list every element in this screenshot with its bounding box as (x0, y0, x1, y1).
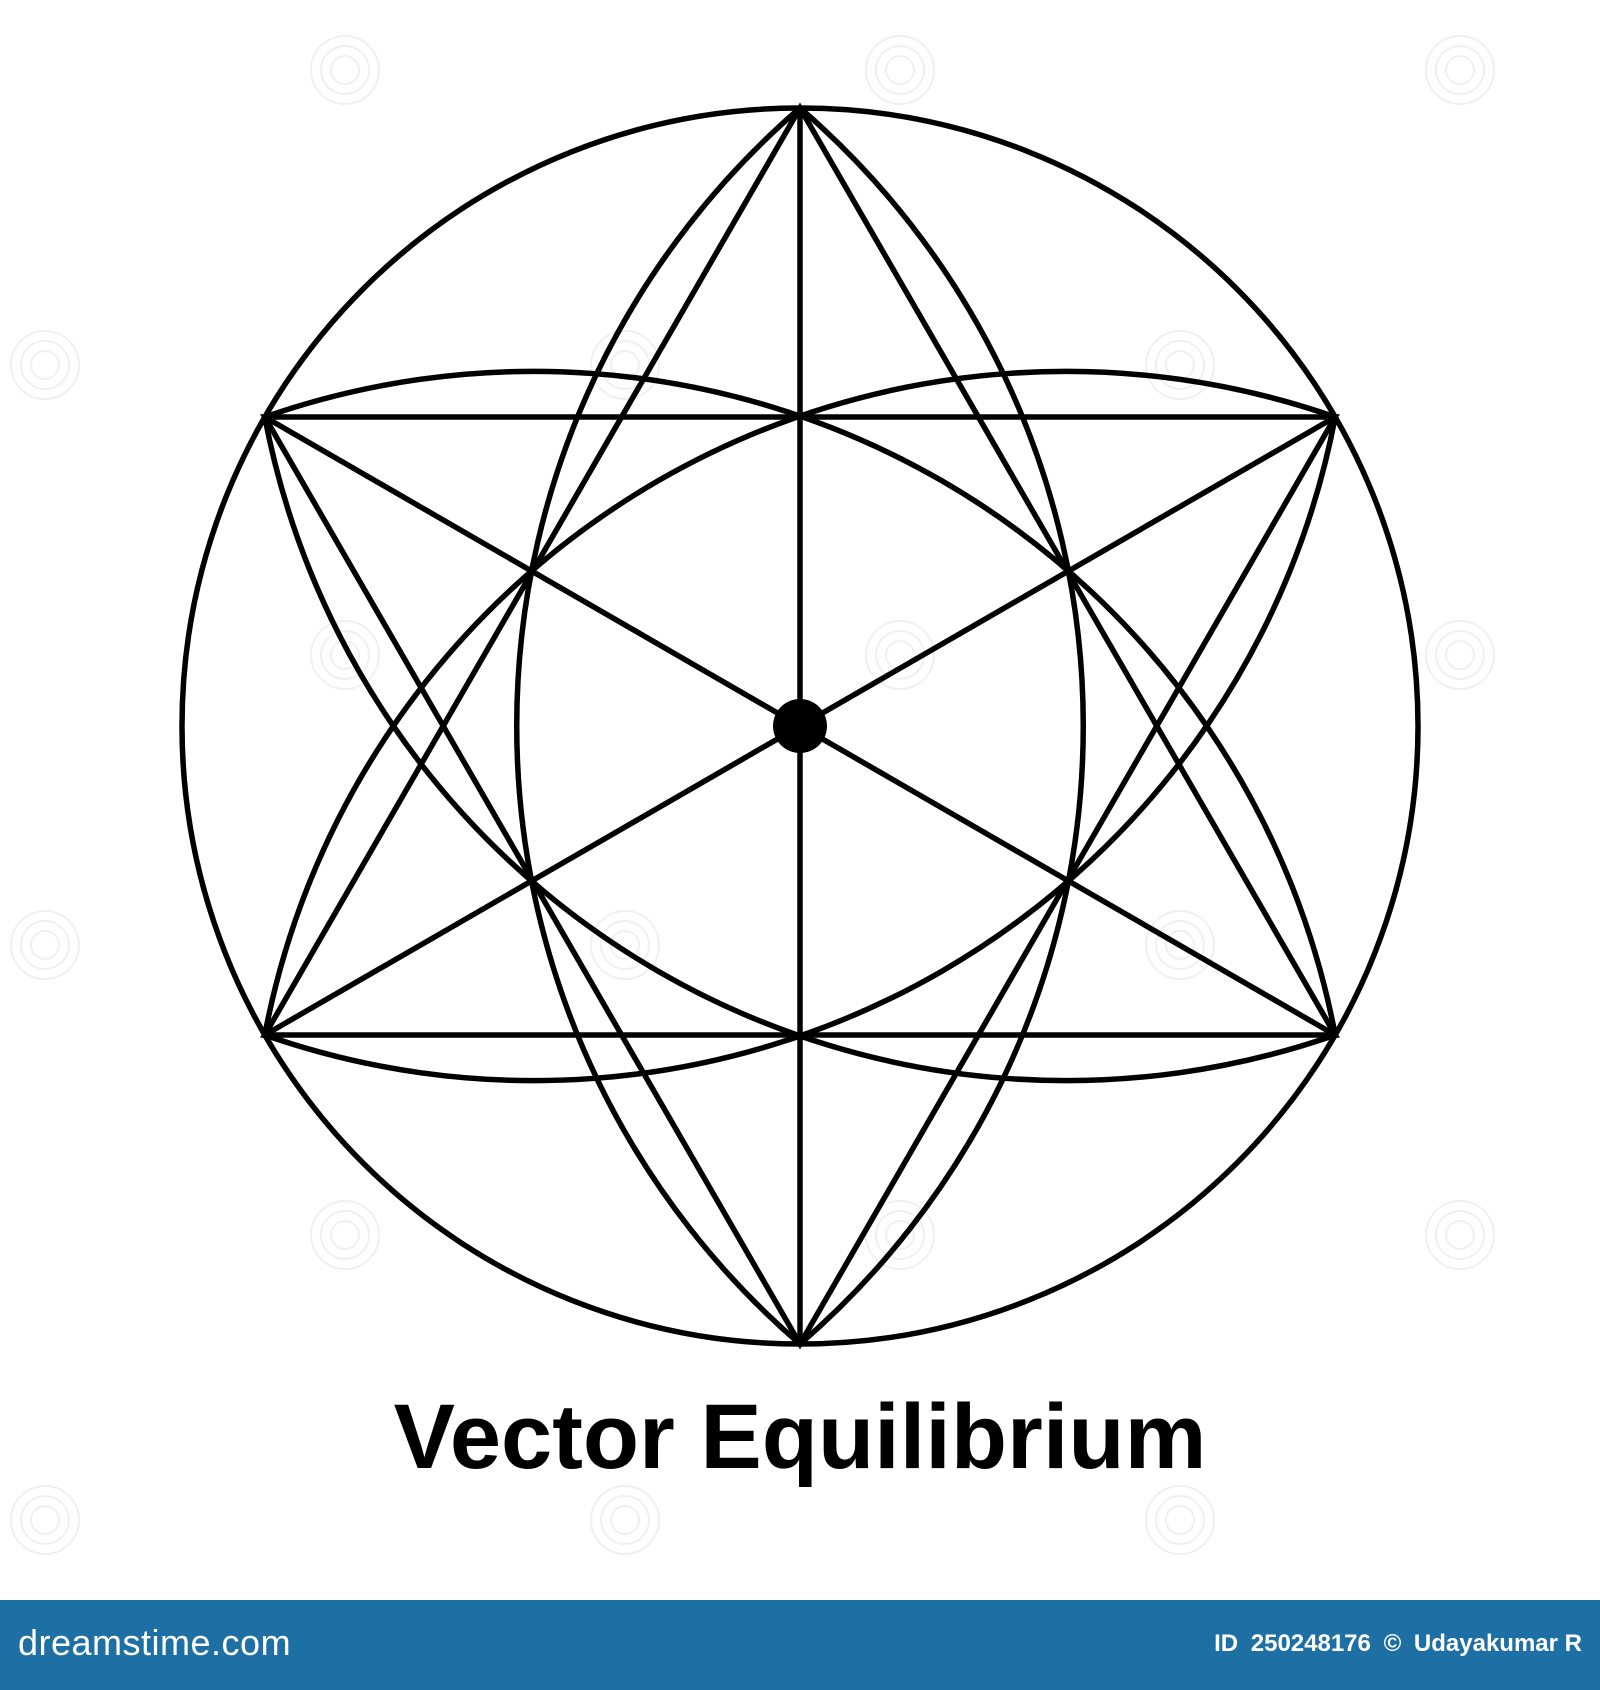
image-credit: ID 250248176 © Udayakumar R (1208, 1630, 1582, 1658)
center-dot (773, 699, 827, 753)
watermark-spiral-icon (310, 35, 380, 105)
id-label: ID (1214, 1630, 1239, 1657)
watermark-spiral-icon (10, 1485, 80, 1555)
watermark-spiral-icon (310, 620, 380, 690)
watermark-layer (10, 35, 1495, 1555)
vector-equilibrium-diagram (10, 35, 1495, 1555)
watermark-spiral-icon (310, 1200, 380, 1270)
brand-logo[interactable]: dreamstime.com (18, 1622, 292, 1663)
watermark-spiral-icon (1145, 910, 1215, 980)
watermark-spiral-icon (590, 1485, 660, 1555)
watermark-spiral-icon (1425, 620, 1495, 690)
diagram-title: Vector Equilibrium (393, 1386, 1207, 1488)
copyright-icon: © (1383, 1630, 1402, 1657)
watermark-spiral-icon (1425, 1200, 1495, 1270)
watermark-spiral-icon (1145, 1485, 1215, 1555)
watermark-spiral-icon (10, 330, 80, 400)
footer-bar: dreamstime.com ID 250248176 © Udayakumar… (0, 1600, 1600, 1690)
author-name: Udayakumar R (1413, 1630, 1582, 1657)
watermark-spiral-icon (865, 35, 935, 105)
star-triangle-1 (260, 102, 1340, 1038)
watermark-spiral-icon (590, 910, 660, 980)
watermark-spiral-icon (1145, 330, 1215, 400)
watermark-spiral-icon (1425, 35, 1495, 105)
id-value: 250248176 (1250, 1630, 1371, 1657)
star-triangle-2 (260, 414, 1340, 1350)
watermark-spiral-icon (10, 910, 80, 980)
